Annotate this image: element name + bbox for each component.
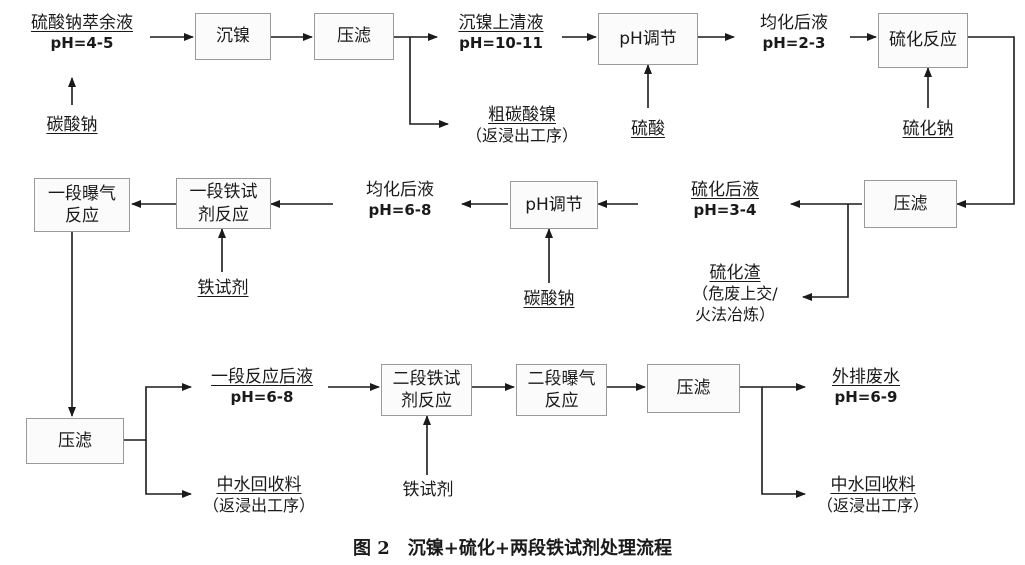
feed-label: 硫酸钠萃余液 (31, 13, 133, 33)
node-sulfuric-acid: 硫酸 (618, 118, 678, 140)
sulf-residue-label: 硫化渣 (709, 263, 761, 283)
arrow-press1-to-crude (409, 37, 449, 128)
node-na2co3-1: 碳酸钠 (32, 114, 112, 136)
figure-caption: 图 2 沉镍+硫化+两段铁试剂处理流程 (353, 538, 672, 559)
node-sulf-residue: 硫化渣 （危废上交/ 火法冶炼） (672, 262, 798, 326)
box-ph-adjust-2: pH调节 (510, 181, 598, 229)
na2co3-1-label: 碳酸钠 (46, 115, 98, 135)
recycle-1-label: 中水回收料 (216, 475, 302, 495)
box-filter-press-2: 压滤 (864, 180, 957, 228)
node-ni-supernatant: 沉镍上清液 pH=10-11 (440, 12, 562, 54)
recycle-2-note: （返浸出工序） (816, 496, 929, 516)
arrow-press4-to-recycle2 (761, 387, 806, 498)
node-recycle-1: 中水回收料 （返浸出工序） (194, 474, 324, 517)
homog-1-ph: pH=2-3 (762, 34, 826, 53)
node-feed: 硫酸钠萃余液 pH=4-5 (12, 12, 152, 54)
homog-1-label: 均化后液 (760, 13, 828, 33)
sulfuric-acid-label: 硫酸 (631, 119, 665, 139)
sulf-residue-note-1: （危废上交/ (692, 284, 778, 304)
node-na2s: 硫化钠 (888, 118, 968, 140)
homog-2-label: 均化后液 (366, 180, 434, 200)
arrow-sulf-to-press2 (956, 36, 1015, 208)
box-fe-reaction-1: 一段铁试 剂反应 (176, 178, 271, 229)
box-filter-press-3: 压滤 (26, 418, 124, 464)
crude-nico3-note: （返浸出工序） (465, 126, 578, 146)
sulf-residue-note-2: 火法冶炼） (694, 304, 775, 324)
na2s-label: 硫化钠 (902, 119, 954, 139)
node-stage1-liquid: 一段反应后液 pH=6-8 (194, 366, 330, 408)
box-filter-press-4: 压滤 (647, 364, 740, 413)
stage1-liquid-label: 一段反应后液 (211, 367, 313, 387)
recycle-2-label: 中水回收料 (830, 475, 916, 495)
effluent-label: 外排废水 (832, 367, 900, 387)
node-recycle-2: 中水回收料 （返浸出工序） (808, 474, 938, 517)
ni-supernatant-ph: pH=10-11 (459, 34, 543, 53)
node-na2co3-2: 碳酸钠 (509, 288, 589, 310)
box-nickel-precipitation: 沉镍 (195, 13, 271, 60)
node-homog-2: 均化后液 pH=6-8 (340, 179, 460, 221)
stage1-liquid-ph: pH=6-8 (230, 388, 294, 407)
node-crude-nico3: 粗碳酸镍 （返浸出工序） (452, 104, 592, 147)
sulf-liquid-label: 硫化后液 (691, 180, 759, 200)
crude-nico3-label: 粗碳酸镍 (488, 105, 556, 125)
box-aeration-1: 一段曝气 反应 (34, 178, 130, 232)
node-fe-reagent-1: 铁试剂 (186, 277, 260, 299)
sulf-liquid-ph: pH=3-4 (693, 201, 757, 220)
box-ph-adjust-1: pH调节 (598, 13, 698, 65)
node-homog-1: 均化后液 pH=2-3 (738, 12, 850, 54)
recycle-1-note: （返浸出工序） (202, 496, 315, 516)
box-fe-reaction-2: 二段铁试 剂反应 (381, 364, 472, 416)
box-aeration-2: 二段曝气 反应 (516, 364, 607, 416)
effluent-ph: pH=6-9 (834, 388, 898, 407)
feed-ph: pH=4-5 (50, 34, 114, 53)
na2co3-2-label: 碳酸钠 (523, 289, 575, 309)
fe-reagent-1-label: 铁试剂 (197, 278, 249, 298)
fe-reagent-2-label: 铁试剂 (402, 480, 454, 500)
box-filter-press-1: 压滤 (314, 13, 394, 60)
homog-2-ph: pH=6-8 (368, 201, 432, 220)
arrow-press2-to-residue (802, 204, 849, 301)
arrow-press3-to-stage1 (124, 383, 192, 441)
node-sulf-liquid: 硫化后液 pH=3-4 (662, 179, 788, 221)
arrow-press3-to-recycle1 (145, 440, 192, 498)
node-effluent: 外排废水 pH=6-9 (808, 366, 924, 408)
node-fe-reagent-2: 铁试剂 (391, 479, 465, 501)
ni-supernatant-label: 沉镍上清液 (458, 13, 544, 33)
box-sulfidation: 硫化反应 (878, 13, 968, 68)
